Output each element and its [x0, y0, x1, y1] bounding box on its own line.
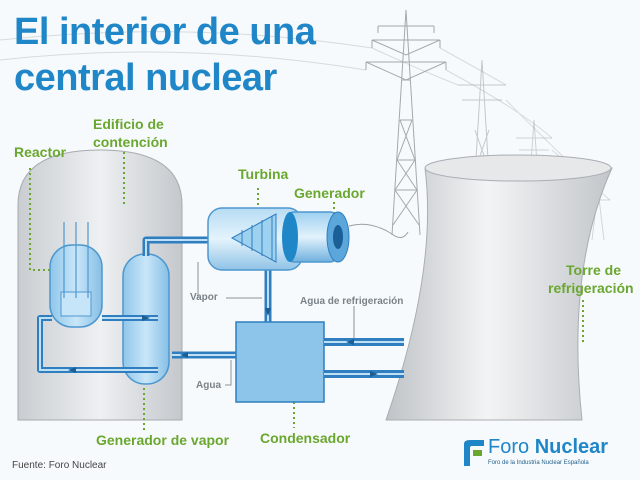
label-steam-generator: Generador de vapor	[96, 432, 230, 448]
cooling-tower-top	[424, 154, 612, 182]
label-cooling-tower-line2: refrigeración	[548, 280, 634, 296]
flow-pointers	[197, 262, 355, 386]
label-turbine: Turbina	[238, 166, 289, 182]
generator-cable	[348, 223, 409, 238]
label-reactor: Reactor	[14, 144, 67, 160]
page-title-line2: central nuclear	[14, 57, 277, 99]
control-rods	[63, 222, 89, 298]
steam-line-inner	[145, 239, 228, 256]
label-generator: Generador	[294, 185, 365, 201]
exhaust-flow-arrow	[265, 308, 271, 316]
generator-back	[282, 212, 298, 262]
cooling-flow-arrows	[346, 339, 378, 377]
power-lines	[0, 31, 611, 201]
condenser-box	[235, 321, 325, 403]
logo-tagline: Foro de la Industria Nuclear Española	[488, 460, 589, 466]
turbine-blades	[241, 216, 273, 260]
pylon-main	[365, 9, 447, 236]
logo-wordmark: Foro Nuclear	[488, 436, 608, 459]
page-title-line1: El interior de una	[14, 11, 316, 53]
logo-word-regular: Foro	[488, 436, 535, 458]
flow-label-cooling-water: Agua de refrigeración	[300, 296, 404, 307]
turbine-rotor	[230, 213, 277, 263]
logo-mark-icon	[464, 440, 484, 466]
label-cooling-tower-line1: Torre de	[566, 262, 621, 278]
label-condenser: Condensador	[260, 430, 351, 446]
primary-flow-arrows	[68, 315, 150, 373]
logo-word-bold: Nuclear	[534, 436, 609, 458]
source-note: Fuente: Foro Nuclear	[12, 460, 107, 471]
label-containment-line2: contención	[93, 134, 168, 150]
cooling-water-pipes-inner	[324, 341, 404, 375]
feedwater-flow-arrow	[180, 352, 188, 358]
flow-label-steam: Vapor	[190, 292, 218, 303]
flow-label-water: Agua	[196, 380, 221, 391]
foro-nuclear-logo: Foro Nuclear Foro de la Industria Nuclea…	[462, 436, 630, 474]
generator-shaft	[333, 225, 343, 249]
label-containment-line1: Edificio de	[93, 116, 164, 132]
